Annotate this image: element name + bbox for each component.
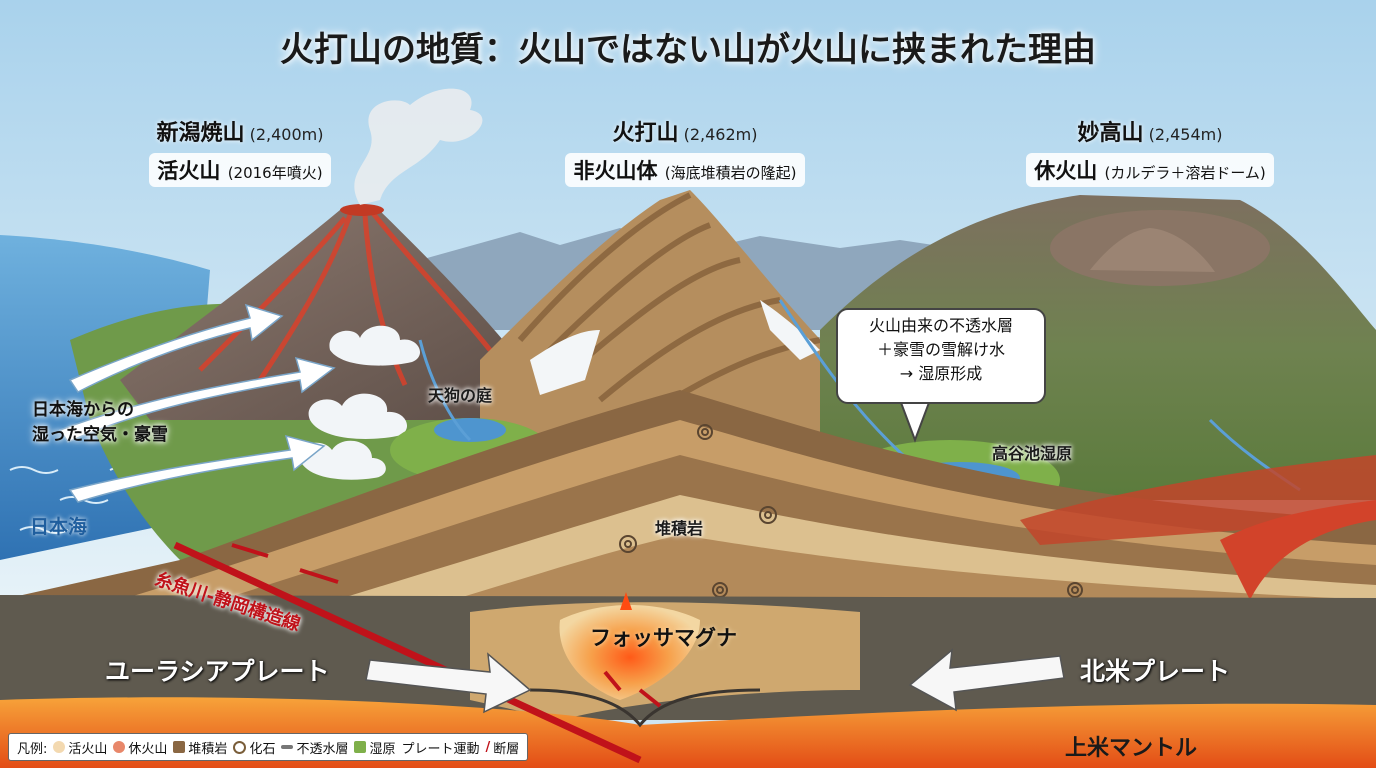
yakeyama-crater <box>340 204 384 216</box>
legend-item: 活火山 <box>53 738 107 757</box>
strata-band <box>420 535 1376 615</box>
magma-chamber <box>559 605 700 700</box>
legend-item: /断層 <box>485 739 520 757</box>
callout-line: ＋豪雪の雪解け水 <box>876 340 1005 359</box>
peak-elevation: (2,400m) <box>249 125 324 144</box>
takaya-label: 高谷池湿原 <box>992 444 1073 463</box>
eurasian-plate-arrow[interactable] <box>365 652 532 714</box>
page-title: 火打山の地質：火山ではない山が火山に挟まれた理由 <box>280 30 1096 70</box>
cloud <box>299 440 386 480</box>
peak-hiuchi: 火打山 (2,462m) 非火山体 (海底堆積岩の隆起) <box>520 115 850 187</box>
yakeyama-lava-streaks <box>198 210 492 387</box>
peak-elevation: (2,462m) <box>683 125 758 144</box>
sedimentary-swatch <box>173 741 186 753</box>
callout-line: 火山由来の不透水層 <box>868 316 1013 335</box>
legend-item: 化石 <box>233 738 275 757</box>
fault-line-icon: / <box>485 739 491 755</box>
peak-status: 非火山体 (海底堆積岩の隆起) <box>565 153 805 187</box>
peak-status: 休火山 (カルデラ＋溶岩ドーム) <box>1026 153 1274 187</box>
ammonite-fossil-icon <box>233 740 247 754</box>
legend-prefix: 凡例: <box>17 741 48 757</box>
legend-item: 休火山 <box>113 738 167 757</box>
moisture-label: 日本海からの 湿った空気・豪雪 <box>32 400 168 445</box>
dormant-volcano-swatch <box>113 741 126 753</box>
legend: 凡例: 活火山 休火山 堆積岩 化石 不透水層 湿原 プレート運動 /断層 <box>8 733 529 761</box>
moisture-arrows <box>58 303 336 503</box>
fault-slip-arrows <box>231 543 662 708</box>
impermeable-layer-swatch <box>281 745 294 749</box>
peak-name: 妙高山 <box>1077 121 1144 146</box>
myoko-lava-dome <box>1090 228 1215 272</box>
wetland-formation-callout: 火山由来の不透水層 ＋豪雪の雪解け水 → 湿原形成 <box>836 308 1046 404</box>
eurasian-plate-label: ユーラシアプレート <box>105 657 330 686</box>
yakeyama-volcano <box>120 206 520 420</box>
callout-line: → 湿原形成 <box>899 364 983 383</box>
legend-item: 不透水層 <box>281 738 348 757</box>
peak-name: 火打山 <box>612 121 679 146</box>
legend-item: 堆積岩 <box>173 738 227 757</box>
steam-plume <box>354 88 483 205</box>
legend-item: 湿原 <box>354 738 395 757</box>
peak-status-note: (2016年噴火) <box>227 164 323 182</box>
peak-myoko: 妙高山 (2,454m) 休火山 (カルデラ＋溶岩ドーム) <box>975 115 1325 187</box>
cloud <box>329 325 421 366</box>
cloud <box>308 393 408 439</box>
peak-name: 新潟焼山 <box>156 121 245 146</box>
north-american-plate-arrow[interactable] <box>908 648 1065 712</box>
legend-item: プレート運動 <box>401 741 480 757</box>
wetland-swatch <box>354 741 367 753</box>
peak-status-note: (海底堆積岩の隆起) <box>664 164 797 182</box>
active-volcano-swatch <box>53 741 66 753</box>
peak-elevation: (2,454m) <box>1148 125 1223 144</box>
sedimentary-label: 堆積岩 <box>655 519 704 538</box>
magma-plume <box>620 592 632 610</box>
fossa-magna-label: フォッサマグナ <box>590 626 737 650</box>
tengu-pond <box>434 418 506 442</box>
itoigawa-shizuoka-fault <box>173 541 642 764</box>
mantle-label: 上米マントル <box>1065 736 1198 761</box>
fossil-ammonites <box>619 424 1083 598</box>
north-american-plate-label: 北米プレート <box>1080 657 1231 686</box>
tengu-label: 天狗の庭 <box>428 386 493 405</box>
hiuchi-strata <box>517 192 821 423</box>
sea-label: 日本海 <box>30 516 88 538</box>
volcanic-dike <box>1220 500 1376 600</box>
hiuchi-snow <box>530 300 820 395</box>
peak-status: 活火山 (2016年噴火) <box>149 153 331 187</box>
peak-yakeyama: 新潟焼山 (2,400m) 活火山 (2016年噴火) <box>130 115 350 187</box>
plate-boundary-curve <box>529 688 761 728</box>
peak-status-note: (カルデラ＋溶岩ドーム) <box>1104 164 1266 182</box>
